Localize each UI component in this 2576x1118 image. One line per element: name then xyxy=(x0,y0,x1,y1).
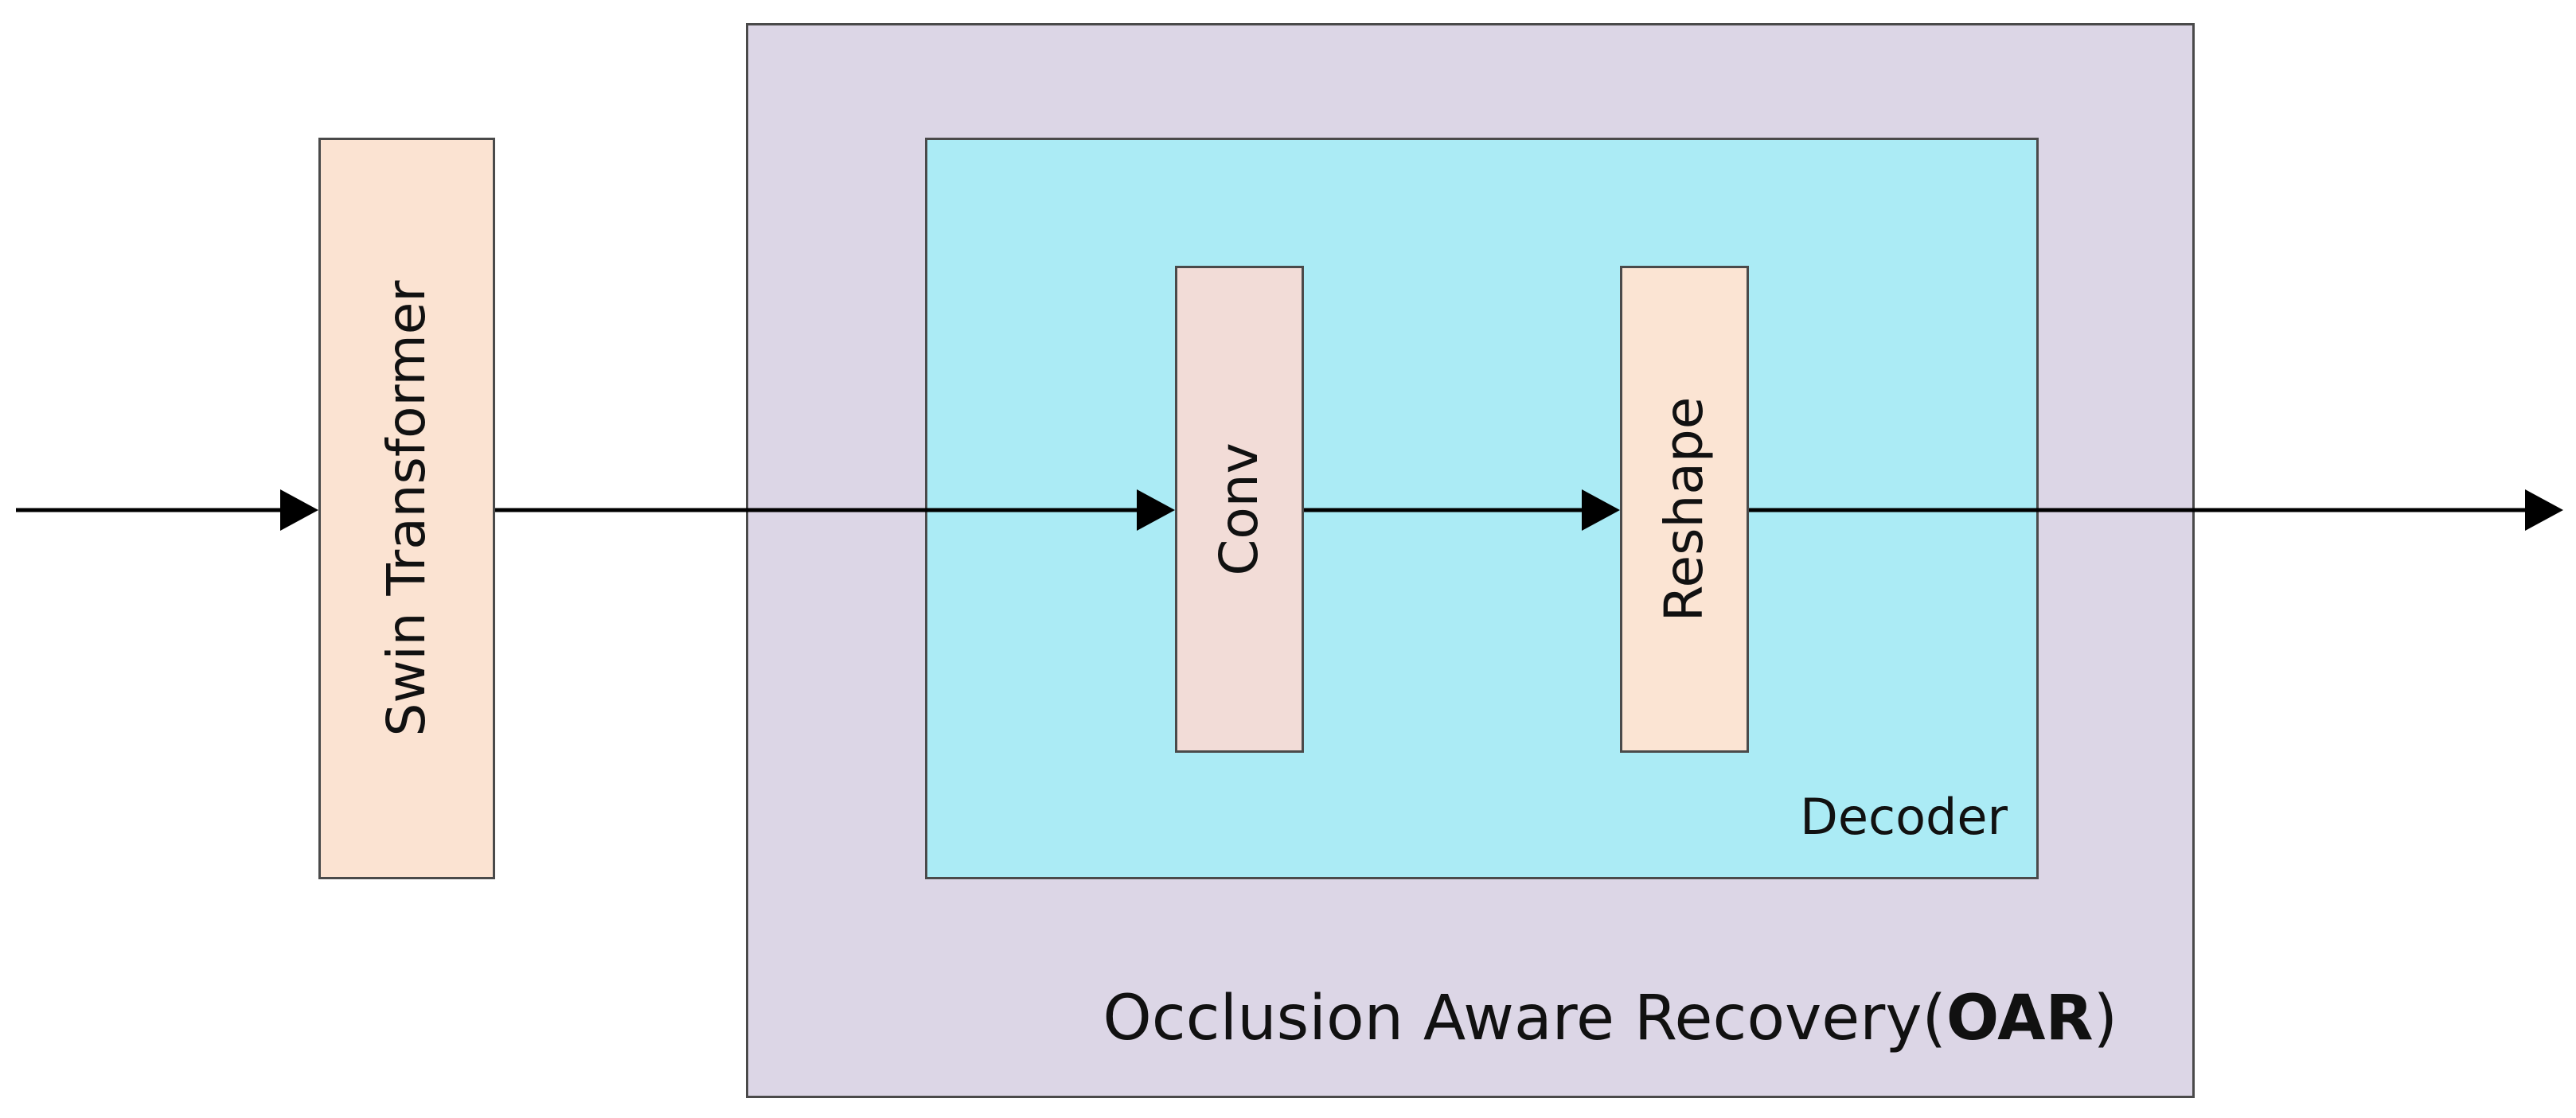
oar-label-suffix: ) xyxy=(2093,983,2117,1054)
conv-block: Conv xyxy=(1175,266,1304,753)
decoder-label: Decoder xyxy=(1800,788,2008,846)
oar-label-prefix: Occlusion Aware Recovery( xyxy=(1103,983,1946,1054)
decoder-container: Decoder xyxy=(925,138,2039,879)
swin-transformer-block: Swin Transformer xyxy=(318,138,495,879)
reshape-block: Reshape xyxy=(1620,266,1749,753)
oar-label: Occlusion Aware Recovery(OAR) xyxy=(1103,988,2117,1050)
reshape-label: Reshape xyxy=(1653,396,1715,622)
oar-label-bold: OAR xyxy=(1946,983,2094,1054)
conv-label: Conv xyxy=(1208,442,1270,576)
input-arrowhead xyxy=(280,489,318,531)
output-arrowhead xyxy=(2525,489,2563,531)
swin-transformer-label: Swin Transformer xyxy=(376,280,437,737)
